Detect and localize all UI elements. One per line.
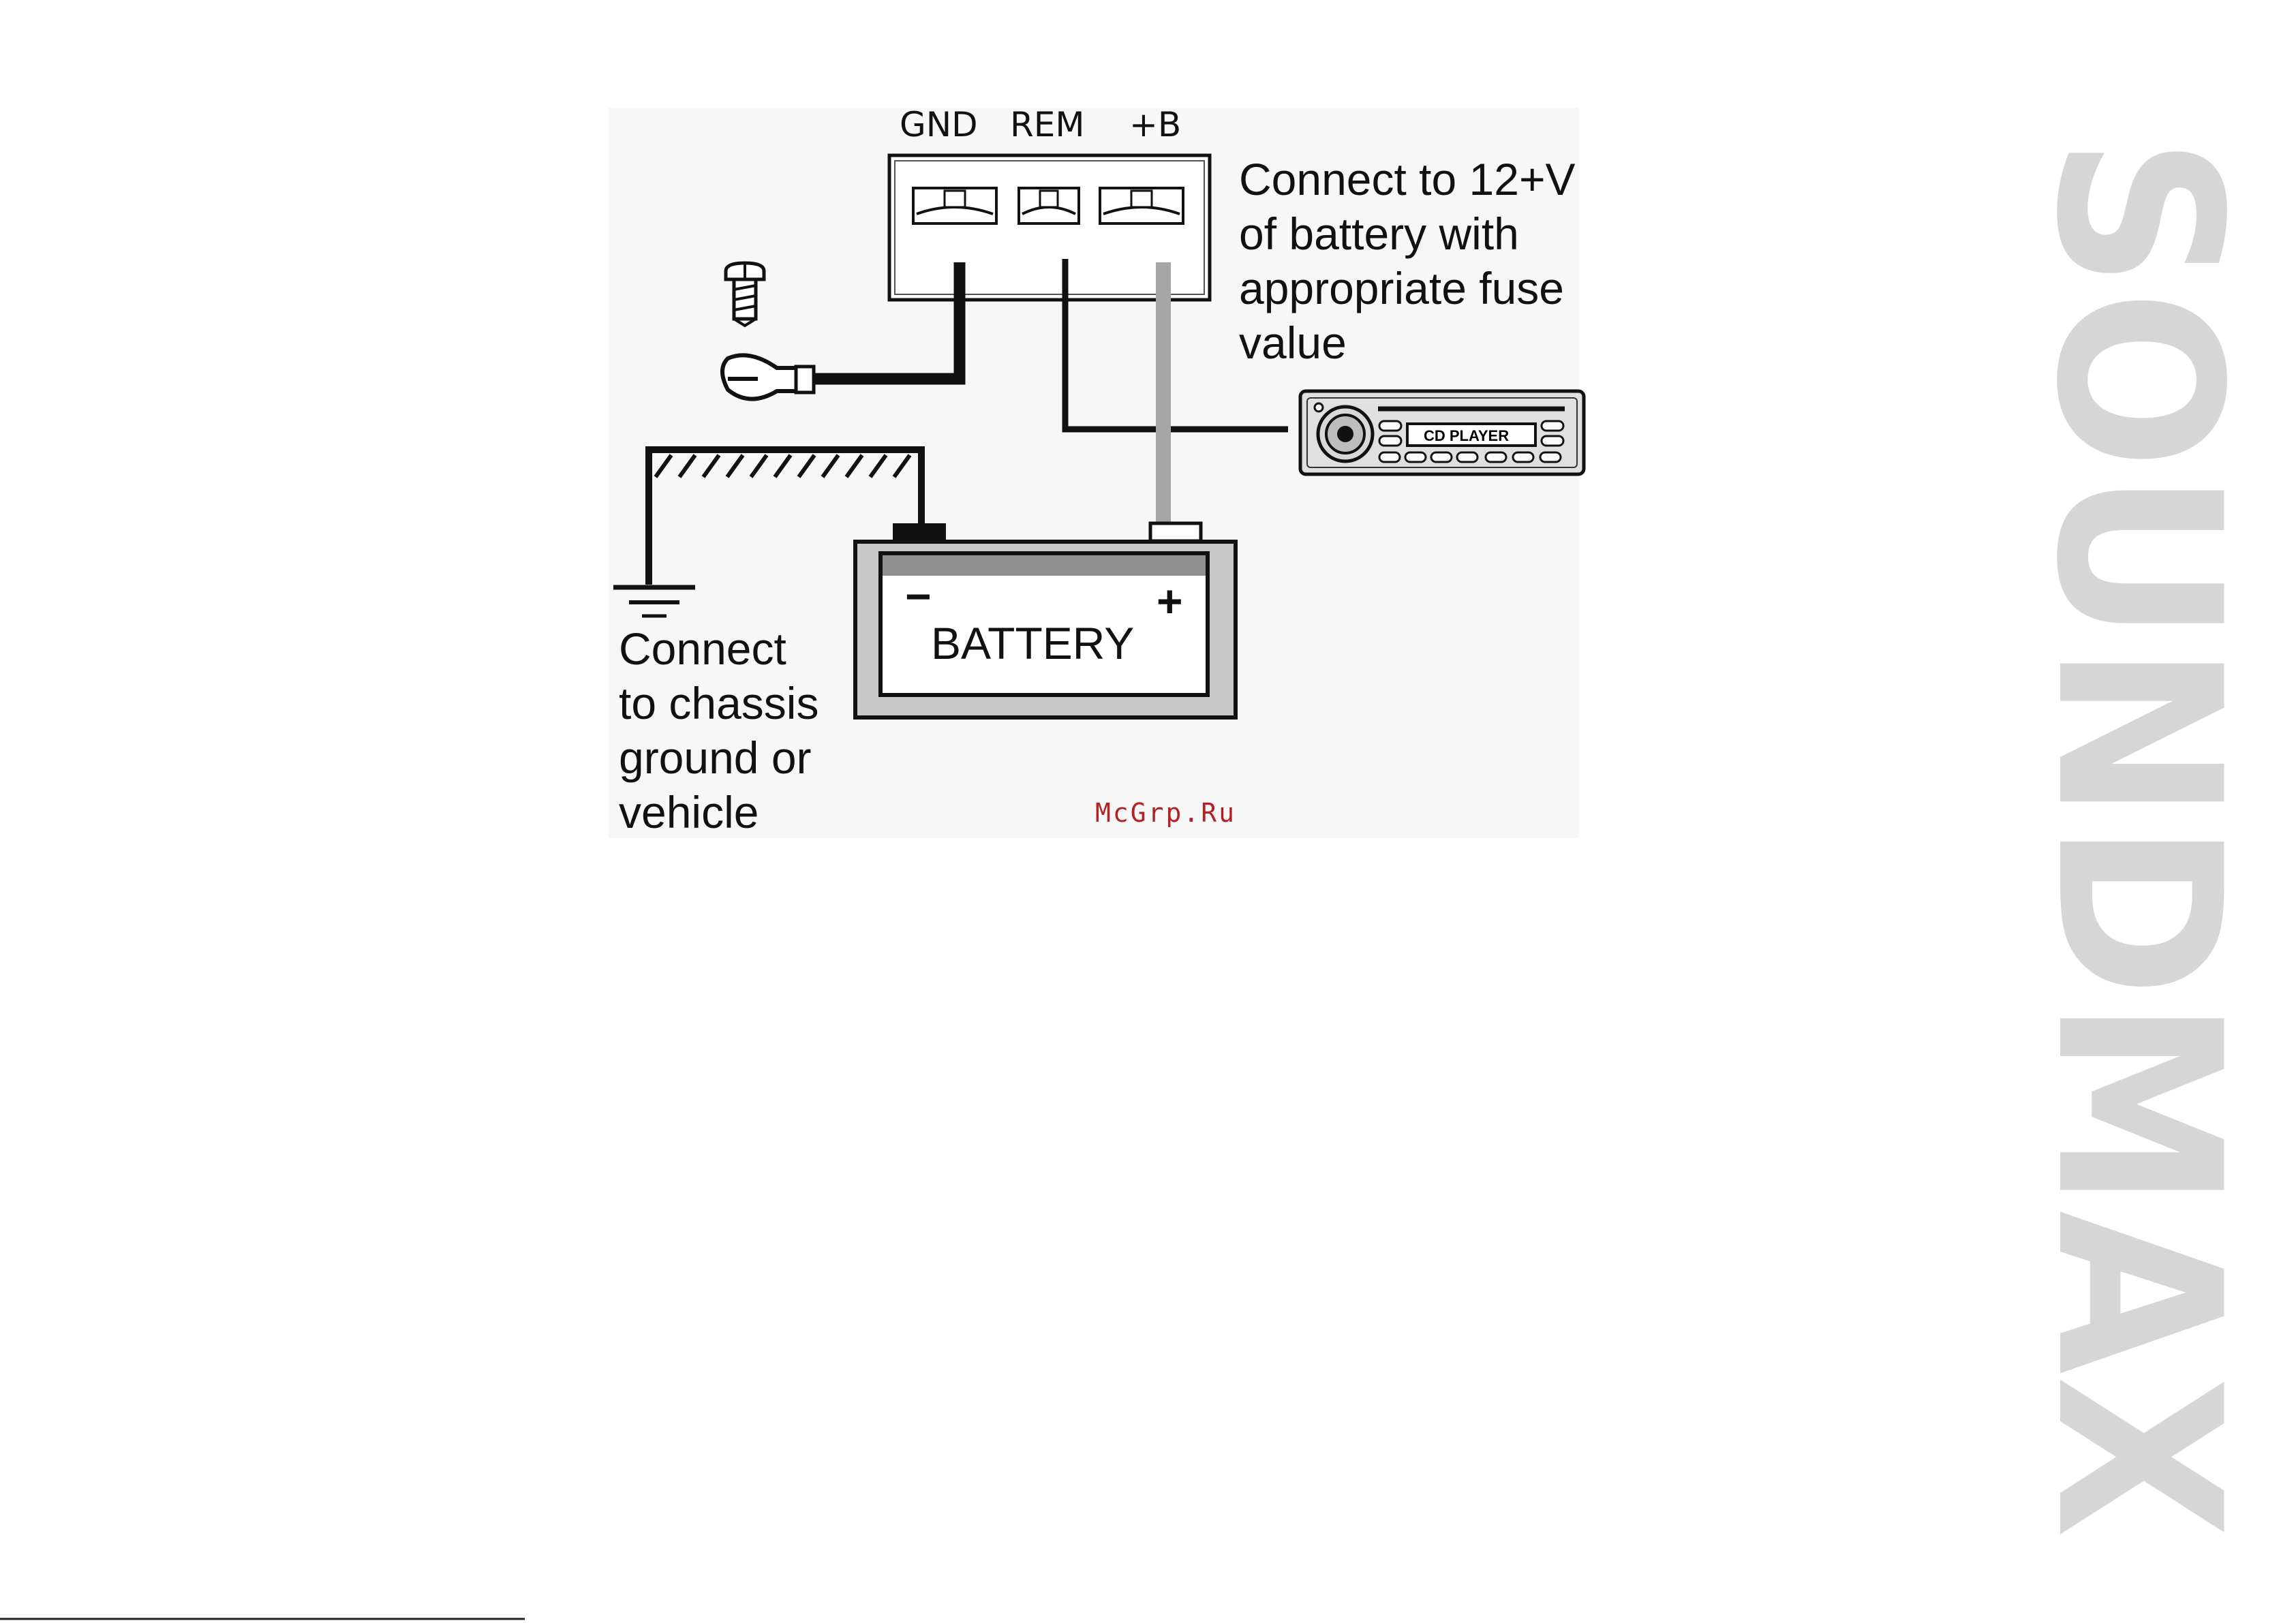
battery: − + BATTERY bbox=[855, 523, 1236, 717]
rem-terminal bbox=[1019, 188, 1079, 223]
chassis-note-line-1: Connect bbox=[619, 623, 786, 674]
brand-logo: SOUNDMAX bbox=[2007, 136, 2269, 1540]
battery-note-line-1: Connect to 12+V bbox=[1239, 154, 1576, 204]
car-stereo-icon: CD PLAYER bbox=[1300, 391, 1584, 474]
battery-negative-post bbox=[893, 523, 946, 541]
battery-label: BATTERY bbox=[931, 618, 1134, 668]
rem-label: REM bbox=[1010, 105, 1084, 144]
battery-positive-post bbox=[1150, 523, 1201, 541]
chassis-note-line-2: to chassis bbox=[619, 678, 818, 728]
gnd-label: GND bbox=[900, 105, 978, 144]
battery-note-line-4: value bbox=[1239, 318, 1347, 368]
plus-b-label: +B bbox=[1129, 105, 1181, 144]
chassis-note-line-3: ground or bbox=[619, 732, 812, 783]
battery-note-line-3: appropriate fuse bbox=[1239, 263, 1564, 313]
battery-note-line-2: of battery with bbox=[1239, 208, 1519, 259]
battery-plus-sign: + bbox=[1157, 576, 1183, 626]
battery-minus-sign: − bbox=[905, 571, 932, 621]
chassis-note-line-4: vehicle bbox=[619, 787, 759, 837]
watermark: McGrp.Ru bbox=[1095, 798, 1236, 828]
head-unit-display-text: CD PLAYER bbox=[1424, 427, 1509, 444]
gnd-terminal bbox=[913, 188, 996, 223]
plus-b-terminal bbox=[1100, 188, 1183, 223]
